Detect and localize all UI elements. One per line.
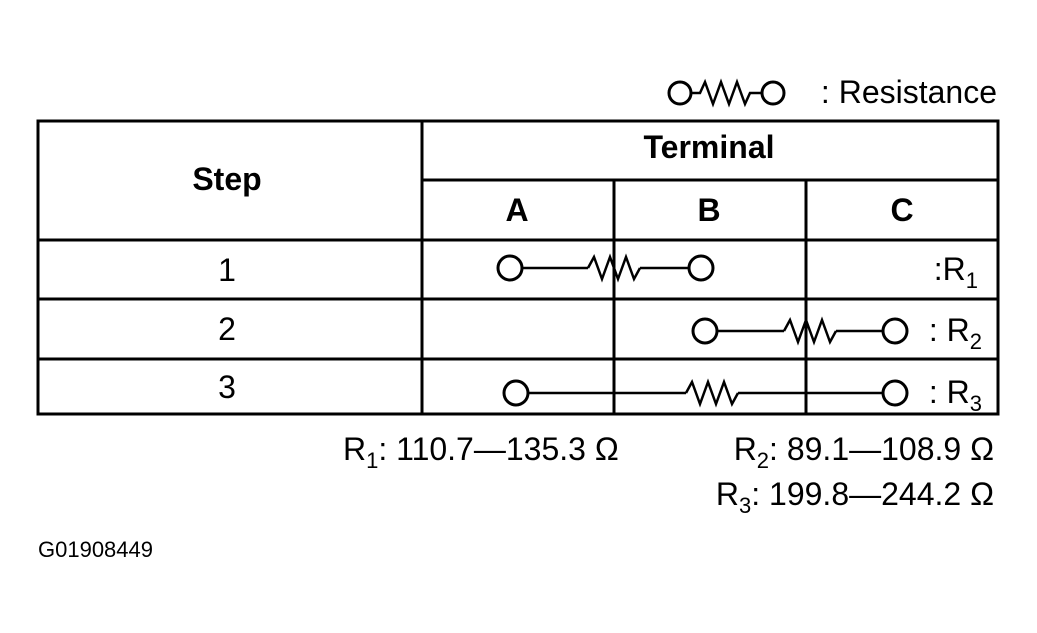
- column-header-c: C: [890, 192, 913, 228]
- connection-row-3: : R3: [502, 374, 982, 416]
- connection-row-2: : R2: [691, 312, 982, 354]
- column-header-a: A: [505, 192, 528, 228]
- spec-r3: R3: 199.8—244.2 Ω: [716, 476, 994, 518]
- figure-id: G01908449: [38, 537, 153, 562]
- resistor-symbol-icon: [667, 78, 786, 108]
- step-number-3: 3: [218, 369, 236, 405]
- legend: : Resistance: [667, 74, 997, 110]
- resistance-label-row-2: : R2: [929, 312, 982, 354]
- spec-r1: R1: 110.7—135.3 Ω: [343, 431, 619, 473]
- connection-row-1: :R1: [496, 251, 978, 293]
- resistance-label-row-1: :R1: [934, 251, 978, 293]
- spec-r2: R2: 89.1—108.9 Ω: [734, 431, 994, 473]
- column-header-b: B: [697, 192, 720, 228]
- table-grid: [36, 119, 1000, 416]
- legend-label: : Resistance: [821, 74, 997, 110]
- terminal-header: Terminal: [644, 129, 775, 165]
- resistance-label-row-3: : R3: [929, 374, 982, 416]
- step-number-2: 2: [218, 311, 236, 347]
- step-number-1: 1: [218, 252, 236, 288]
- step-header: Step: [192, 161, 261, 197]
